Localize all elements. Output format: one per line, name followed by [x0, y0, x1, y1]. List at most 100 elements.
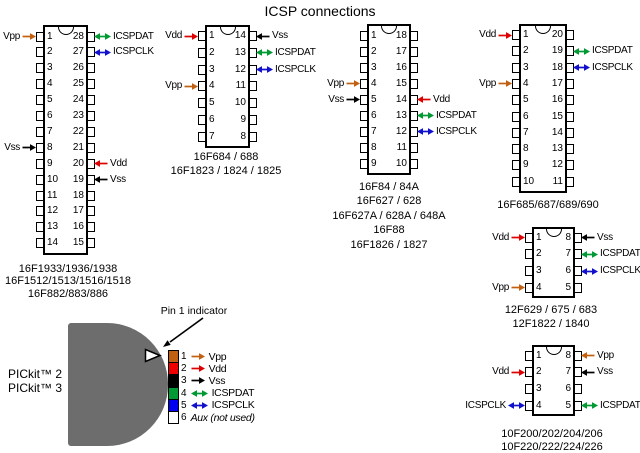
vss-arrow-icon — [256, 32, 270, 40]
pin-number: 7 — [371, 125, 377, 137]
signal-annotation: Vdd — [345, 365, 525, 379]
pin-number: 10 — [47, 173, 59, 185]
pin-number: 15 — [395, 77, 407, 89]
pin-number: 12 — [47, 205, 59, 217]
signal-annotation: Vpp — [180, 77, 360, 91]
chip-notch — [545, 346, 562, 355]
icspdat-arrow-icon — [94, 33, 111, 40]
signal-annotation: Vdd — [18, 29, 198, 43]
signal-annotation: Vpp — [18, 79, 198, 93]
pin-number: 15 — [72, 237, 84, 249]
icspdat-signal-label: ICSPDAT — [592, 45, 633, 57]
signal-annotation: Vss — [94, 173, 274, 187]
vdd-signal-label: Vdd — [492, 366, 509, 378]
signal-annotation: ICSPCLK — [256, 63, 436, 77]
pin-number: 2 — [523, 45, 529, 57]
pin-number: 7 — [523, 126, 529, 138]
signal-annotation: Vss — [180, 93, 360, 107]
vdd-signal-label: Vdd — [479, 29, 496, 40]
page-title: ICSP connections — [264, 3, 376, 19]
pin-stub — [87, 190, 95, 201]
pin-number: 5 — [565, 399, 571, 411]
chip-family-label: 16F685/687/689/690 — [497, 199, 599, 211]
chip-family-label: 16F88 — [373, 224, 405, 237]
signal-annotation: Vdd — [94, 157, 274, 171]
pin-stub — [566, 127, 574, 138]
pin-stub — [87, 206, 95, 217]
vpp-arrow-icon — [191, 353, 205, 360]
chip-notch — [545, 228, 562, 237]
pin-stub — [410, 158, 418, 169]
chip-family-label: 16F1512/1513/1516/1518 — [4, 275, 131, 288]
vss-arrow-icon — [94, 176, 108, 183]
pickit-pin-swatch — [168, 398, 179, 412]
pin-number: 1 — [536, 349, 542, 361]
pin-number: 4 — [47, 78, 53, 90]
pin-number: 6 — [565, 383, 571, 395]
signal-annotation: ICSPDAT — [94, 30, 274, 44]
chip-body-dip8-10f — [532, 345, 575, 417]
icspdat-signal-label: ICSPDAT — [600, 399, 640, 411]
chip-notch — [57, 26, 74, 35]
vpp-signal-label: Vpp — [3, 30, 20, 42]
vdd-signal-label: Vdd — [433, 93, 450, 105]
pin-number: 8 — [371, 141, 377, 153]
pickit-pin-number: 2 — [181, 363, 187, 375]
pin-number: 4 — [536, 399, 542, 411]
pin-number: 18 — [395, 29, 407, 41]
pin-number: 24 — [72, 94, 84, 106]
pin-stub — [87, 222, 95, 233]
pin-number: 6 — [523, 110, 529, 122]
vss-signal-label: Vss — [272, 30, 288, 41]
pin-number: 12 — [395, 125, 407, 137]
signal-annotation: ICSPDAT — [581, 399, 640, 413]
pin-number: 12 — [551, 159, 563, 171]
chip-body-dip14 — [205, 25, 250, 148]
pin-number: 1 — [47, 30, 53, 42]
pin1-pointer-arrow-icon — [163, 317, 204, 347]
chip-family-label: 10F200/202/204/206 — [501, 428, 603, 440]
chip-family-label: 16F627A / 628A / 648A — [332, 209, 446, 222]
chip-body-dip8-12f — [532, 227, 575, 299]
chip-family-label: 10F220/222/224/226 — [501, 441, 603, 453]
pin-number: 8 — [565, 349, 571, 361]
pin-number: 21 — [72, 141, 84, 153]
pickit-pin-swatch — [168, 386, 179, 400]
pin-stub — [566, 144, 574, 155]
chip-family-label: 16F882/883/886 — [27, 287, 109, 300]
icspclk-signal-label: ICSPCLK — [600, 265, 640, 277]
pin-number: 7 — [47, 125, 53, 137]
chip-family-label: 16F1933/1936/1938 — [18, 263, 118, 275]
pin1-indicator-label: Pin 1 indicator — [160, 305, 228, 317]
vpp-signal-label: Vpp — [327, 77, 344, 89]
pin-number: 8 — [47, 141, 53, 153]
chip-family-label: 16F1823 / 1824 / 1825 — [170, 165, 282, 177]
pin-number: 8 — [240, 130, 246, 142]
vss-signal-label: Vss — [110, 173, 126, 185]
signal-annotation: ICSPDAT — [581, 247, 640, 261]
icspclk-signal-label: ICSPCLK — [465, 399, 506, 411]
vss-arrow-icon — [191, 377, 205, 385]
chip-body-dip18 — [367, 24, 411, 175]
pin-number: 7 — [209, 130, 215, 142]
signal-annotation: Vpp — [345, 281, 525, 295]
vss-arrow-icon — [581, 368, 595, 376]
vpp-signal-label: Vpp — [492, 281, 509, 293]
vpp-arrow-icon — [184, 82, 198, 90]
pin-number: 22 — [72, 125, 84, 137]
vpp-signal-label: Vpp — [165, 80, 182, 92]
vdd-arrow-icon — [94, 160, 108, 168]
pin-number: 12 — [234, 63, 246, 75]
pin-number: 13 — [47, 221, 59, 233]
pickit-signal-label: Aux (not used) — [190, 411, 255, 424]
pin-number: 4 — [536, 281, 542, 293]
pin-number: 26 — [72, 62, 84, 74]
vss-arrow-icon — [22, 144, 36, 152]
icspdat-signal-label: ICSPDAT — [600, 248, 640, 260]
pin-number: 19 — [551, 45, 563, 57]
pin-number: 18 — [72, 189, 84, 201]
pin-stub — [249, 131, 257, 142]
pin-number: 1 — [523, 29, 529, 40]
signal-annotation: ICSPCLK — [94, 45, 274, 59]
